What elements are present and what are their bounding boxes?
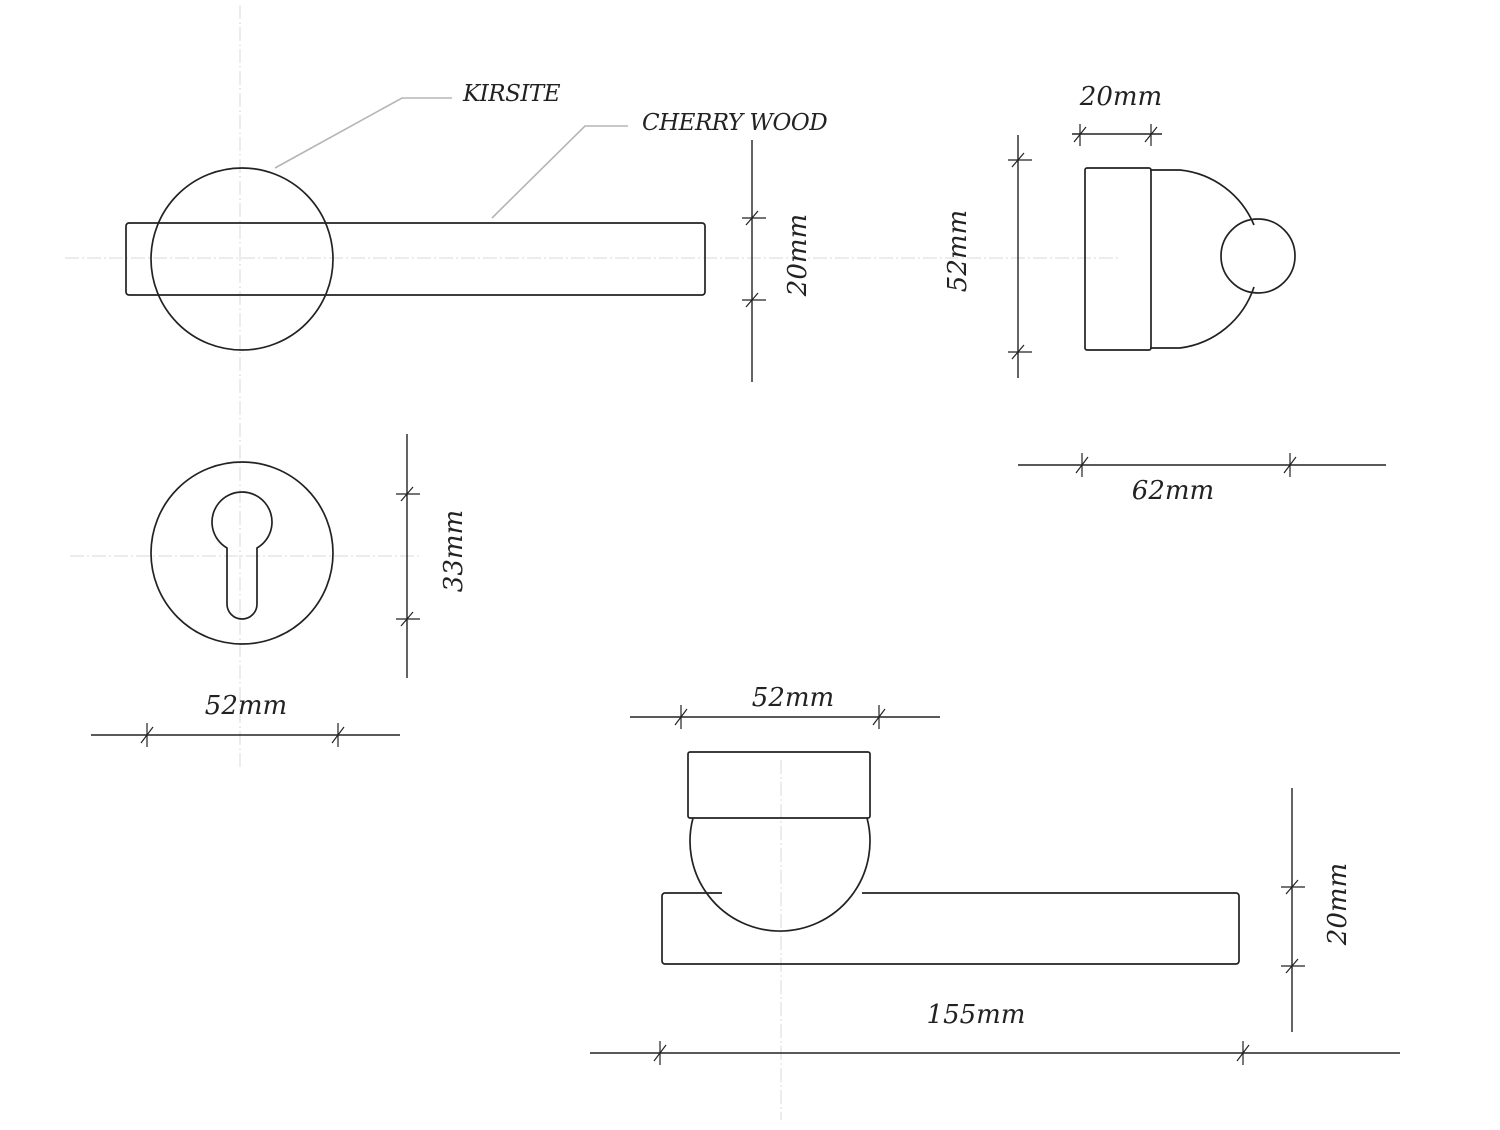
- escutcheon-height-label: 33mm: [439, 510, 469, 592]
- side-view-projection-dimension: 62mm: [1018, 453, 1386, 506]
- side-view: [1084, 167, 1296, 351]
- top-view-thickness-label: 20mm: [1323, 863, 1353, 946]
- handle-thickness-label: 20mm: [783, 214, 813, 297]
- cherry-wood-label: CHERRY WOOD: [642, 110, 827, 136]
- top-view-dome: [689, 817, 871, 932]
- keyhole-icon: [211, 491, 273, 620]
- side-view-rose-plate: [1084, 167, 1152, 351]
- side-view-rose-height-dimension: 52mm: [943, 135, 1032, 378]
- escutcheon-width-dimension: 52mm: [91, 691, 400, 747]
- side-view-projection-label: 62mm: [1132, 476, 1214, 506]
- escutcheon-view: [150, 461, 334, 645]
- material-callouts: KIRSITE CHERRY WOOD: [274, 81, 828, 219]
- handle-thickness-dimension: 20mm: [742, 140, 813, 382]
- lever-bar: [125, 222, 706, 296]
- top-view-rose-width-dimension: 52mm: [630, 683, 940, 729]
- side-view-bar-width-label: 20mm: [1079, 82, 1162, 112]
- top-view-thickness-dimension: 20mm: [1281, 788, 1353, 1032]
- side-view-bar-width-dimension: 20mm: [1072, 82, 1162, 146]
- kirsite-label: KIRSITE: [462, 81, 561, 107]
- rose-circle: [150, 167, 334, 351]
- cherry-wood-leader: [491, 125, 628, 219]
- top-view-rose-width-label: 52mm: [752, 683, 834, 713]
- side-view-rose-height-label: 52mm: [943, 210, 973, 292]
- top-view-lever: [661, 751, 1240, 965]
- centerlines: [65, 5, 1120, 1120]
- escutcheon-height-dimension: 33mm: [396, 434, 469, 678]
- kirsite-leader: [274, 97, 452, 169]
- top-view-lever-bar: [661, 892, 1240, 965]
- escutcheon-circle: [150, 461, 334, 645]
- side-view-bar-section: [1220, 218, 1296, 294]
- lever-length-dimension: 155mm: [590, 1000, 1400, 1065]
- lever-length-label: 155mm: [927, 1000, 1026, 1030]
- side-view-dome: [1150, 169, 1255, 349]
- top-view-rose-plate: [687, 751, 871, 819]
- escutcheon-width-label: 52mm: [205, 691, 287, 721]
- front-view-lever-handle: [125, 167, 706, 351]
